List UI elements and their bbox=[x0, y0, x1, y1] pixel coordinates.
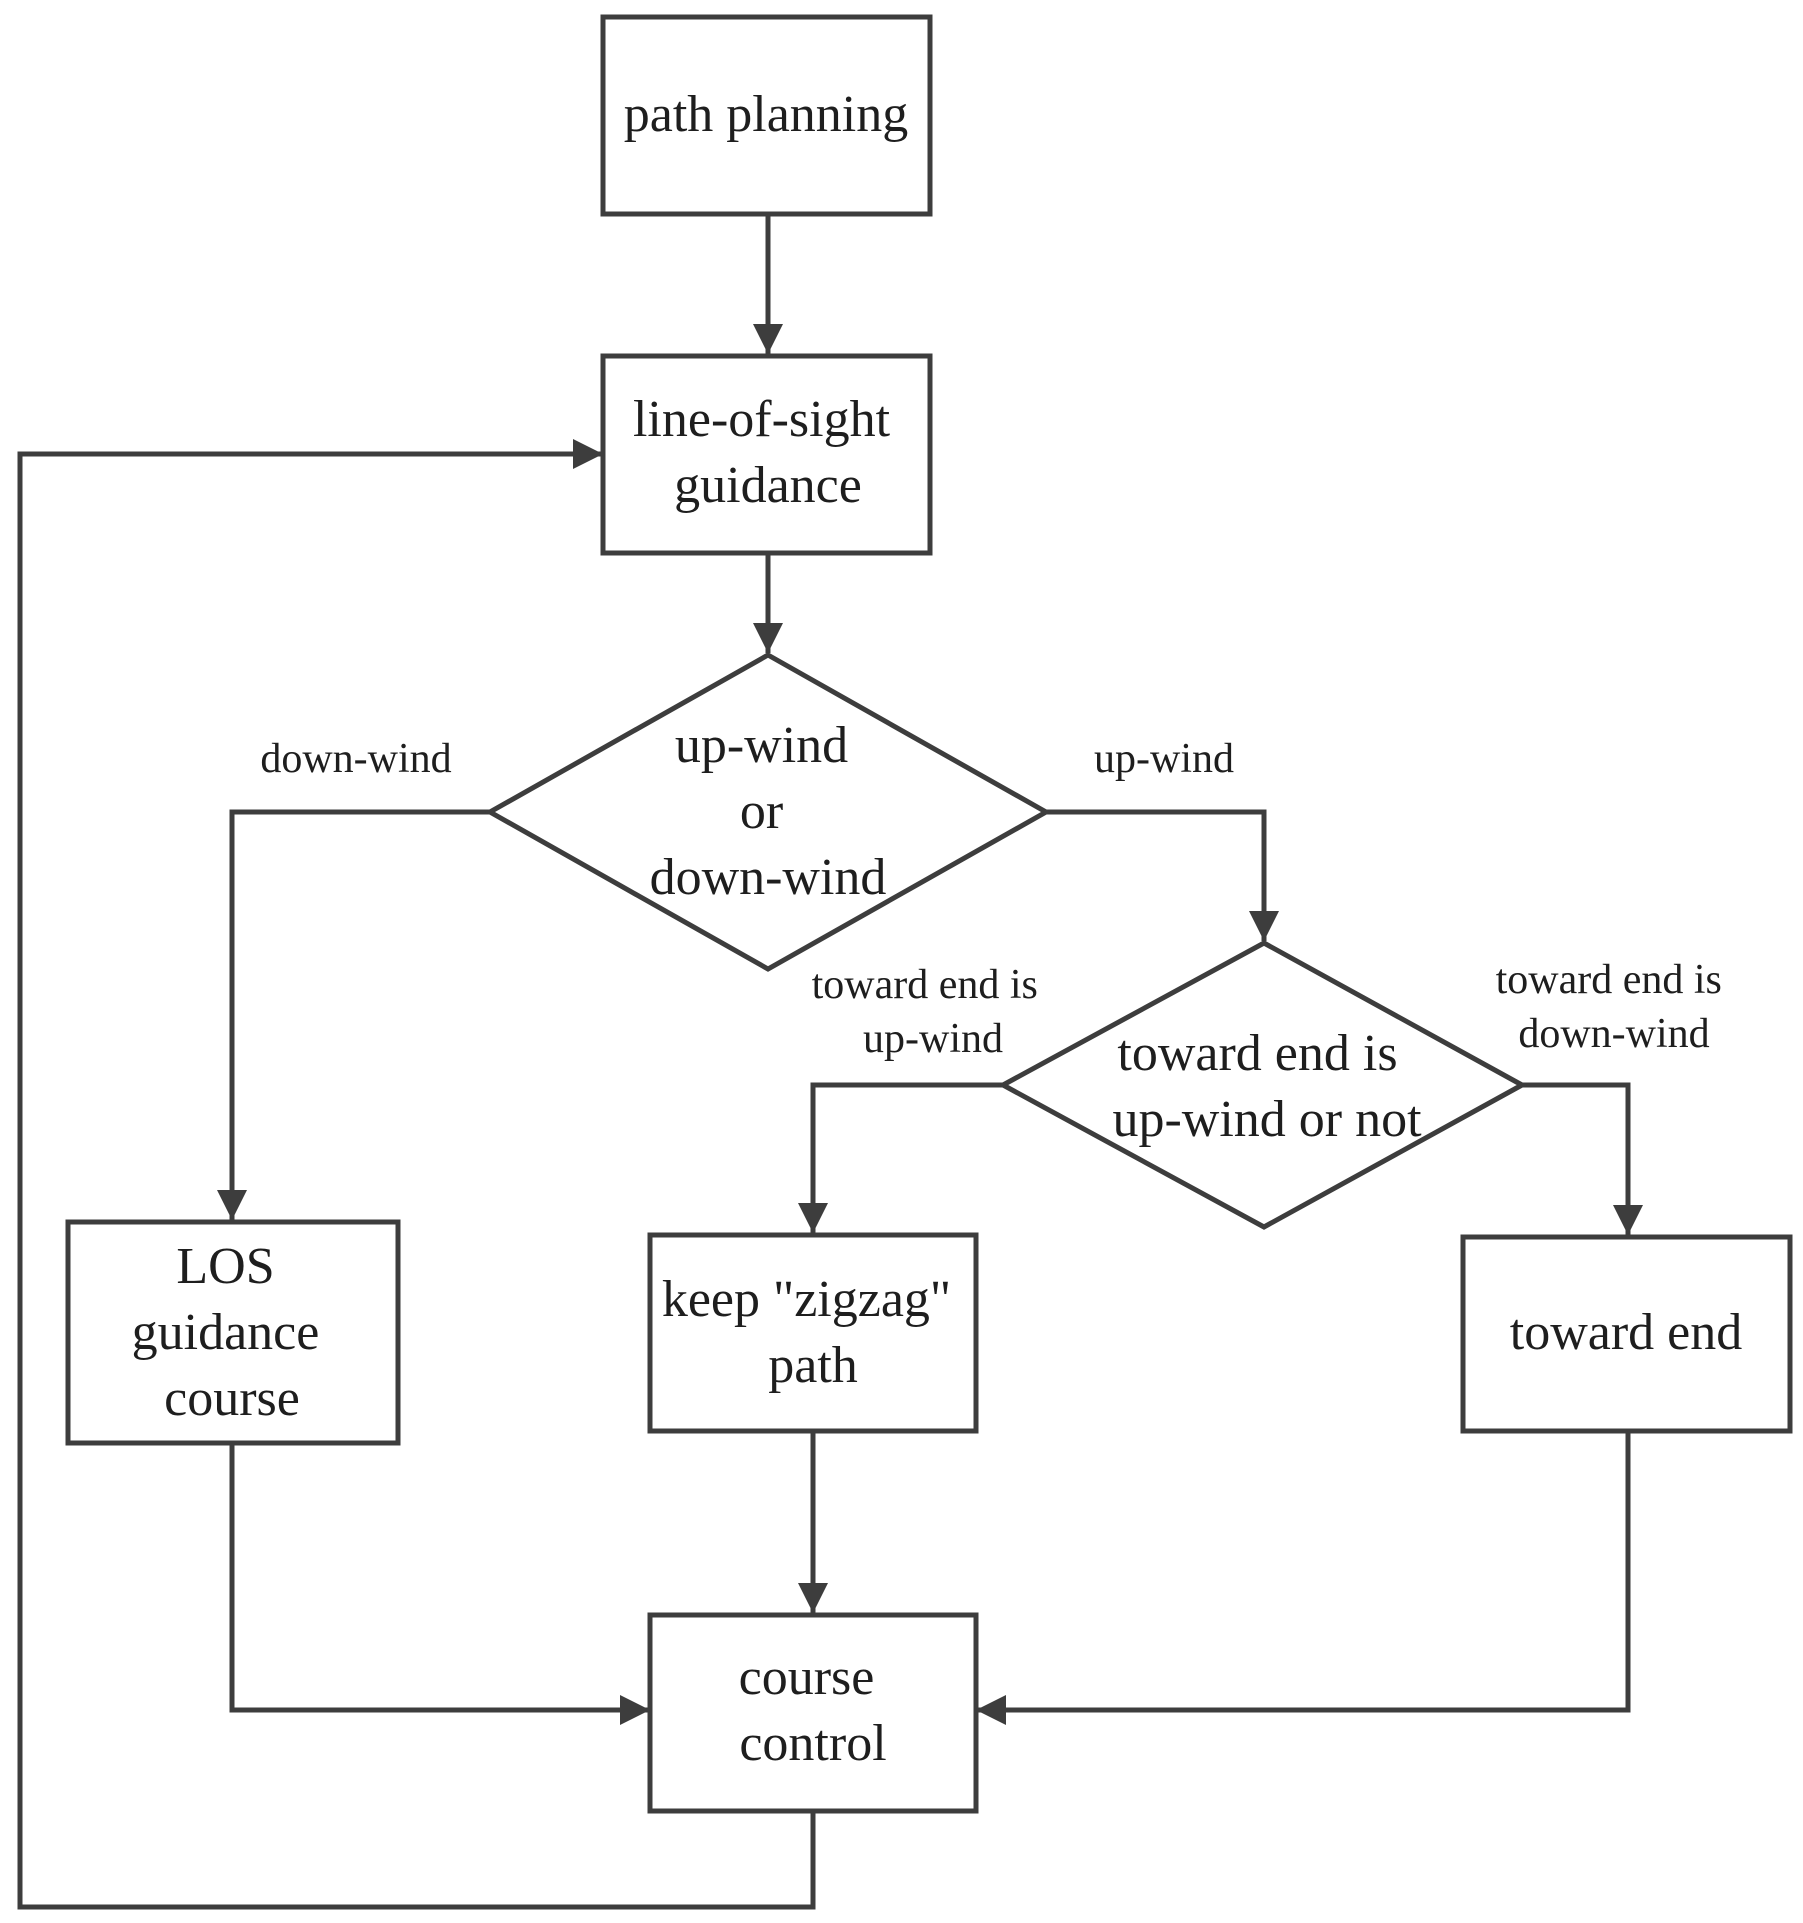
node-keep-zigzag: keep "zigzag" path bbox=[647, 1232, 979, 1434]
node-toward-end-decision: toward end is up-wind or not bbox=[997, 940, 1528, 1230]
node-course-control-box bbox=[647, 1612, 979, 1814]
edge-toward-end-decision-to-toward-end bbox=[1522, 1082, 1643, 1235]
edge-course-control-feedback-to-los-guidance bbox=[17, 439, 816, 1910]
node-toward-end-label: toward end bbox=[1510, 1304, 1742, 1361]
node-los-guidance-course-box bbox=[65, 1219, 401, 1446]
node-wind-decision-diamond bbox=[484, 652, 1052, 972]
node-los-guidance: line-of-sight guidance bbox=[600, 353, 933, 556]
edge-toward-end-decision-to-keep-zigzag bbox=[798, 1082, 1003, 1233]
node-wind-decision: up-wind or down-wind bbox=[484, 652, 1052, 972]
node-los-guidance-box bbox=[600, 353, 933, 556]
edge-wind-decision-to-los-guidance-course bbox=[217, 809, 490, 1220]
edge-wind-decision-to-toward-end-decision bbox=[1046, 809, 1279, 941]
node-toward-end-box bbox=[1460, 1234, 1793, 1434]
node-wind-decision-label: up-wind or down-wind bbox=[650, 717, 887, 906]
node-toward-end-decision-diamond bbox=[997, 940, 1528, 1230]
node-los-guidance-course-label: LOS guidance course bbox=[132, 1238, 333, 1427]
node-toward-end-decision-label: toward end is up-wind or not bbox=[1112, 1025, 1422, 1148]
node-path-planning-box bbox=[600, 14, 933, 217]
node-los-guidance-course: LOS guidance course bbox=[65, 1219, 401, 1446]
edge-label-toward-end-down-wind: toward end is down-wind bbox=[1496, 957, 1733, 1057]
node-toward-end: toward end bbox=[1460, 1234, 1793, 1434]
edge-label-toward-end-up-wind: toward end is up-wind bbox=[812, 962, 1049, 1062]
edge-los-guidance-course-to-course-control bbox=[229, 1443, 650, 1725]
edge-toward-end-to-course-control bbox=[976, 1431, 1631, 1725]
node-keep-zigzag-label: keep "zigzag" path bbox=[662, 1271, 964, 1394]
edge-label-down-wind: down-wind bbox=[260, 736, 451, 782]
node-course-control: course control bbox=[647, 1612, 979, 1814]
node-los-guidance-label: line-of-sight guidance bbox=[633, 391, 903, 514]
node-keep-zigzag-box bbox=[647, 1232, 979, 1434]
edge-label-up-wind: up-wind bbox=[1094, 736, 1234, 782]
node-path-planning: path planning bbox=[600, 14, 933, 217]
node-course-control-label: course control bbox=[739, 1649, 888, 1772]
node-path-planning-label: path planning bbox=[624, 86, 909, 143]
